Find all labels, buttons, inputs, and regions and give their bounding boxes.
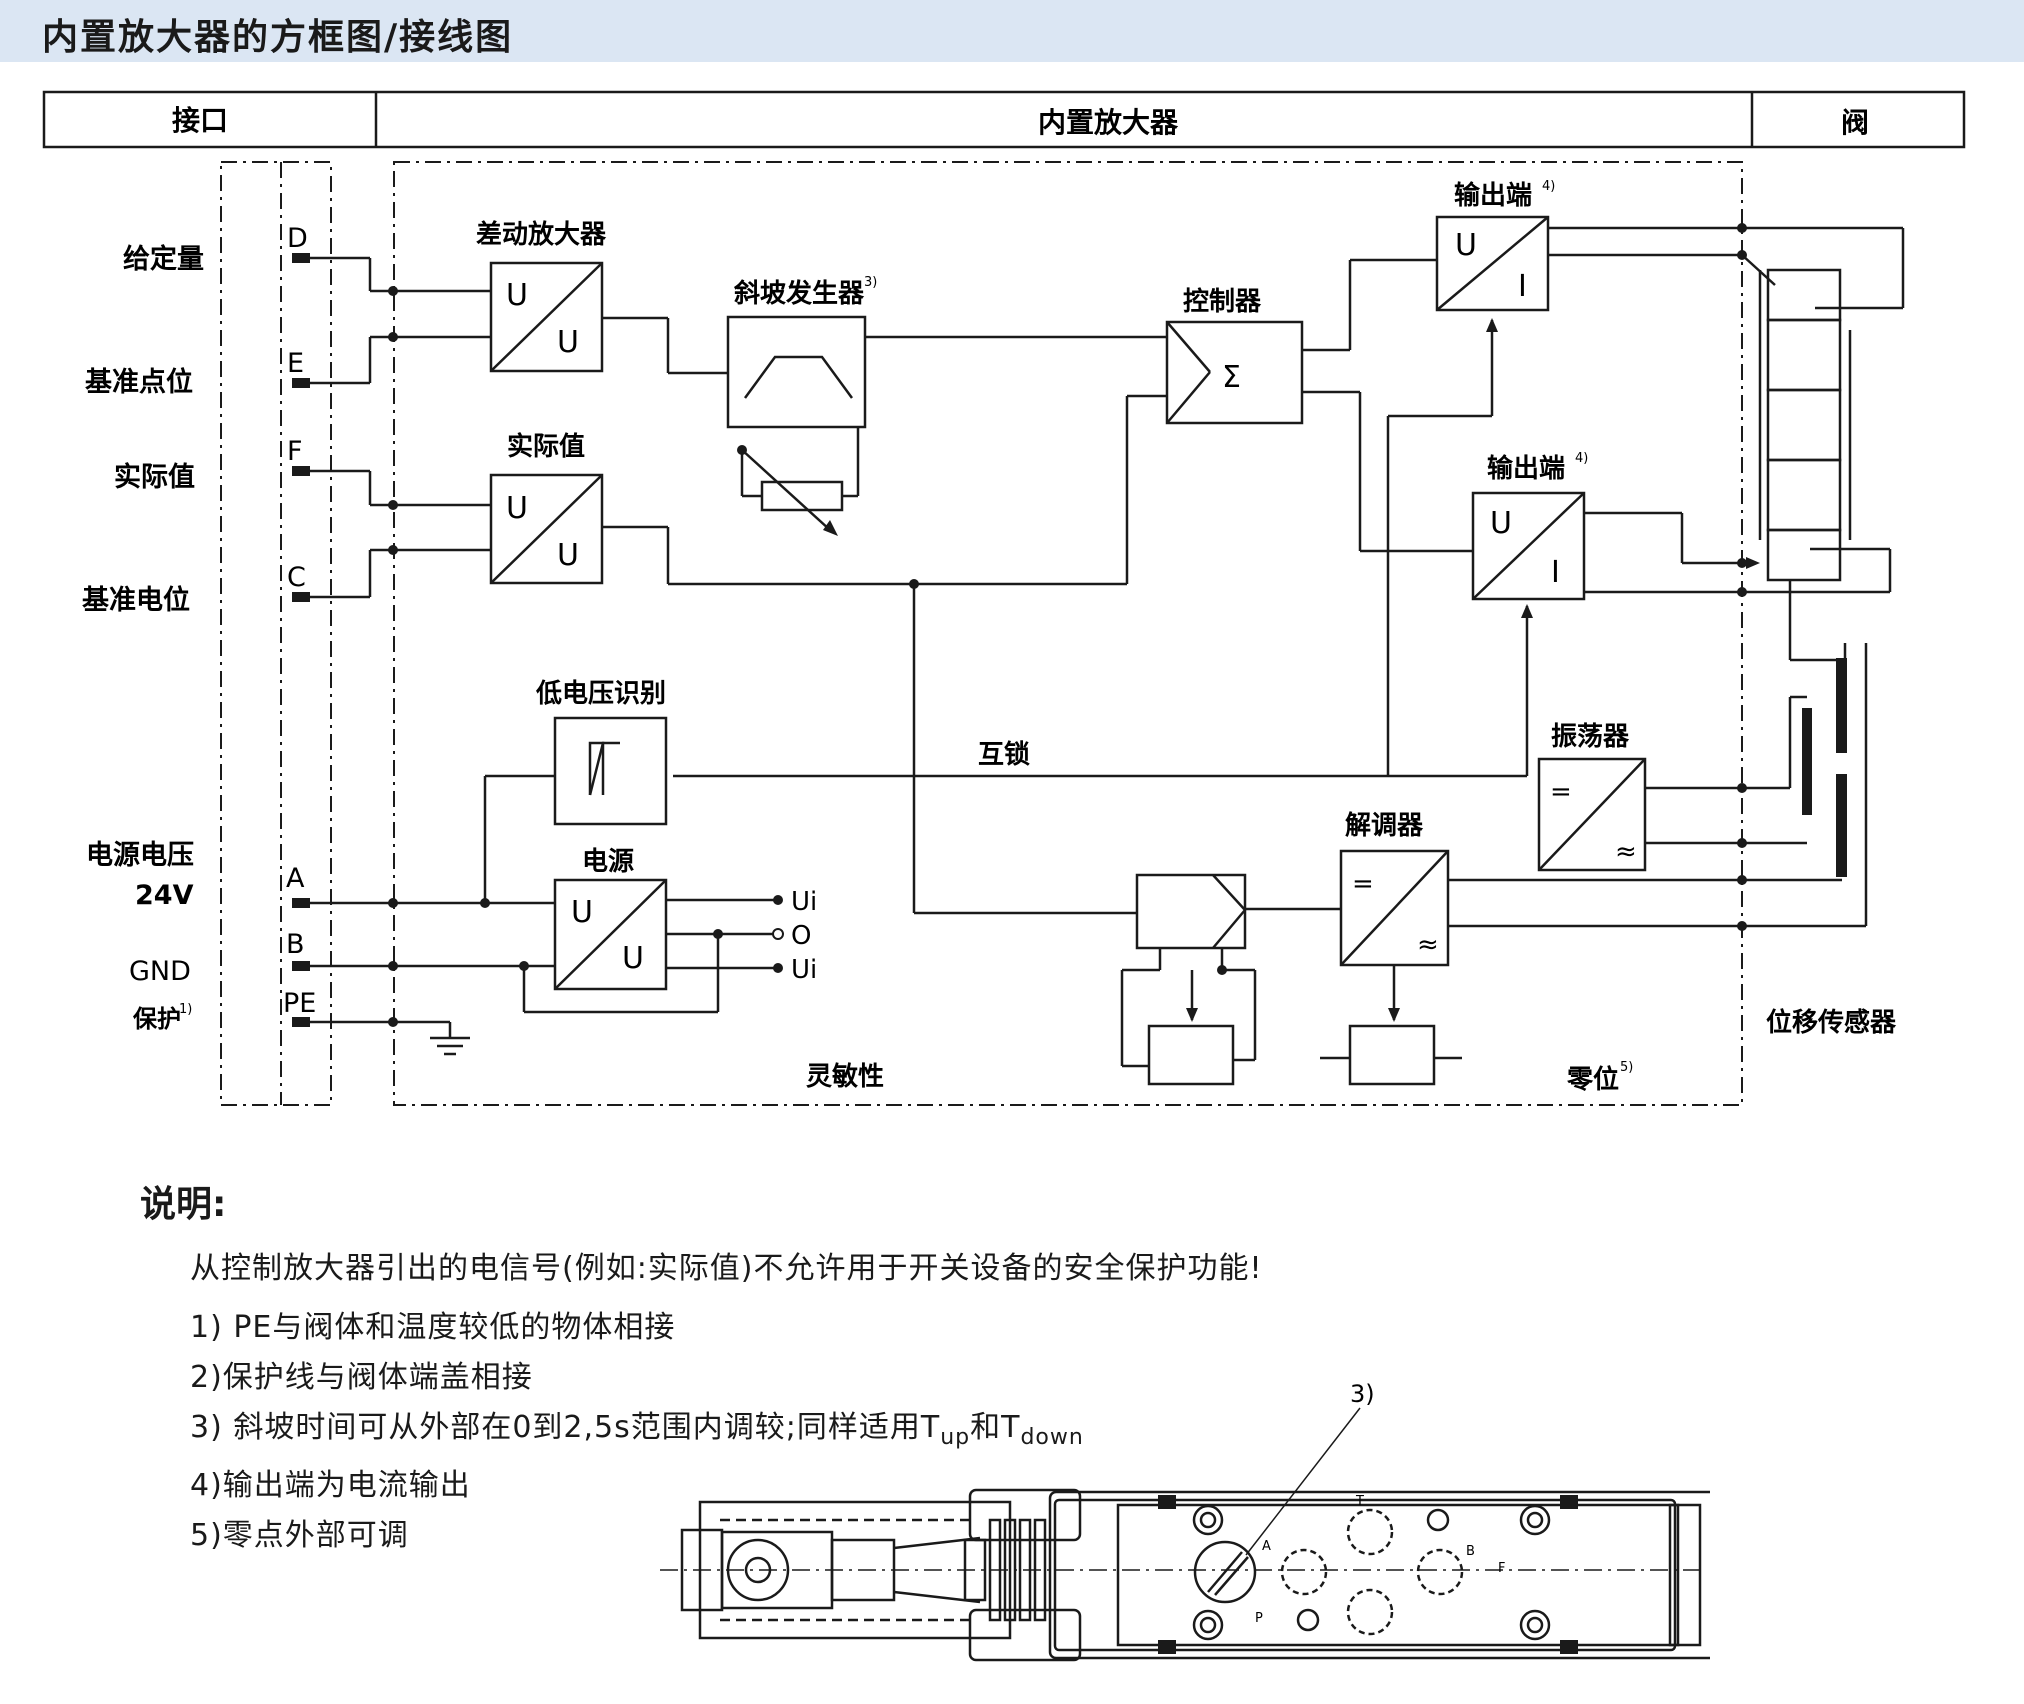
block-title-undervoltage: 低电压识别 [535, 679, 666, 709]
pin-f: F [287, 436, 303, 467]
diff-amp-out-u: U [557, 325, 579, 360]
note-3: 3) 斜坡时间可从外部在0到2,5s范围内调较;同样适用Tup和Tdown [190, 1402, 1084, 1450]
valve-port-p: P [1255, 1611, 1263, 1626]
power-out-u: U [622, 941, 644, 976]
block-title-power: 电源 [582, 847, 634, 877]
pin-e: E [287, 348, 304, 379]
notes-warning: 从控制放大器引出的电信号(例如:实际值)不允许用于开关设备的安全保护功能! [190, 1251, 1263, 1286]
valve-port-f: F [1498, 1561, 1505, 1576]
label-actual: 实际值 [114, 461, 195, 493]
notes-title: 说明: [140, 1184, 227, 1225]
label-zero: 零位 [1567, 1064, 1619, 1095]
pin-b: B [286, 929, 305, 960]
demod-approx: ≈ [1417, 930, 1439, 960]
label-protect: 保护 [132, 1005, 181, 1033]
oscillator-eq: = [1550, 777, 1572, 807]
label-sensitivity: 灵敏性 [806, 1062, 884, 1092]
block-title-ramp: 斜坡发生器 [733, 278, 865, 309]
pin-d: D [287, 223, 308, 254]
note-3-sub-down: down [1020, 1425, 1084, 1450]
title-banner: 内置放大器的方框图/接线图 [0, 0, 2024, 62]
diff-amp-in-u: U [506, 278, 528, 313]
label-protect-note: 1) [179, 1002, 192, 1017]
rail-o: O [791, 921, 811, 951]
label-setpoint: 给定量 [123, 243, 204, 275]
output-top-u: U [1455, 228, 1477, 263]
block-title-actual: 实际值 [507, 431, 585, 462]
label-supply-voltage: 电源电压 [86, 840, 194, 871]
note-3-sub-up: up [940, 1425, 971, 1450]
column-amplifier: 内置放大器 [1038, 106, 1179, 139]
valve-port-b: B [1466, 1544, 1475, 1559]
note-3-text: 3) 斜坡时间可从外部在0到2,5s范围内调较;同样适用T [190, 1410, 941, 1445]
output-bottom-i: I [1551, 555, 1560, 590]
valve-callout: 3) [1350, 1380, 1375, 1408]
note-4: 4)输出端为电流输出 [190, 1468, 471, 1503]
label-supply-value: 24V [135, 880, 194, 911]
page-title: 内置放大器的方框图/接线图 [42, 17, 514, 58]
output-top-i: I [1518, 269, 1527, 304]
block-title-output-bottom: 输出端 [1487, 453, 1565, 484]
label-ref-potential: 基准电位 [82, 584, 190, 616]
block-note-output-top: 4) [1542, 179, 1555, 194]
actual-in-u: U [506, 491, 528, 526]
column-valve: 阀 [1841, 106, 1869, 139]
label-transducer: 位移传感器 [1766, 1007, 1897, 1038]
label-ref-point: 基准点位 [85, 366, 193, 398]
note-2: 2)保护线与阀体端盖相接 [190, 1360, 533, 1395]
power-in-u: U [571, 895, 593, 930]
valve-drawing: 3) T A B P F [660, 1380, 1710, 1662]
block-title-output-top: 输出端 [1454, 180, 1532, 211]
block-title-oscillator: 振荡器 [1551, 722, 1630, 752]
note-1: 1) PE与阀体和温度较低的物体相接 [190, 1310, 676, 1345]
block-title-demodulator: 解调器 [1345, 811, 1424, 841]
block-diagram: 接口 内置放大器 阀 给定量 基准点位 实际值 基准电位 电源电压 24V GN… [42, 90, 1966, 1106]
oscillator-approx: ≈ [1615, 837, 1637, 867]
note-5: 5)零点外部可调 [190, 1518, 409, 1553]
block-title-diff-amp: 差动放大器 [476, 219, 607, 250]
block-title-controller: 控制器 [1183, 287, 1262, 317]
controller-sigma: Σ [1222, 360, 1241, 395]
pin-pe: PE [283, 988, 316, 1019]
block-note-ramp: 3) [864, 275, 877, 290]
rail-ui-bottom: Ui [791, 955, 817, 985]
pin-a: A [286, 863, 305, 894]
label-interlock: 互锁 [978, 739, 1030, 770]
demod-eq: = [1352, 869, 1374, 899]
actual-out-u: U [557, 538, 579, 573]
block-note-output-bottom: 4) [1575, 451, 1588, 466]
output-bottom-u: U [1490, 506, 1512, 541]
label-gnd: GND [129, 956, 191, 987]
valve-port-a: A [1262, 1539, 1271, 1554]
valve-port-t: T [1355, 1494, 1364, 1509]
column-interface: 接口 [172, 104, 228, 137]
rail-ui-top: Ui [791, 887, 817, 917]
pin-c: C [287, 562, 306, 593]
note-3-mid: 和T [970, 1410, 1021, 1445]
label-zero-note: 5) [1620, 1060, 1633, 1075]
